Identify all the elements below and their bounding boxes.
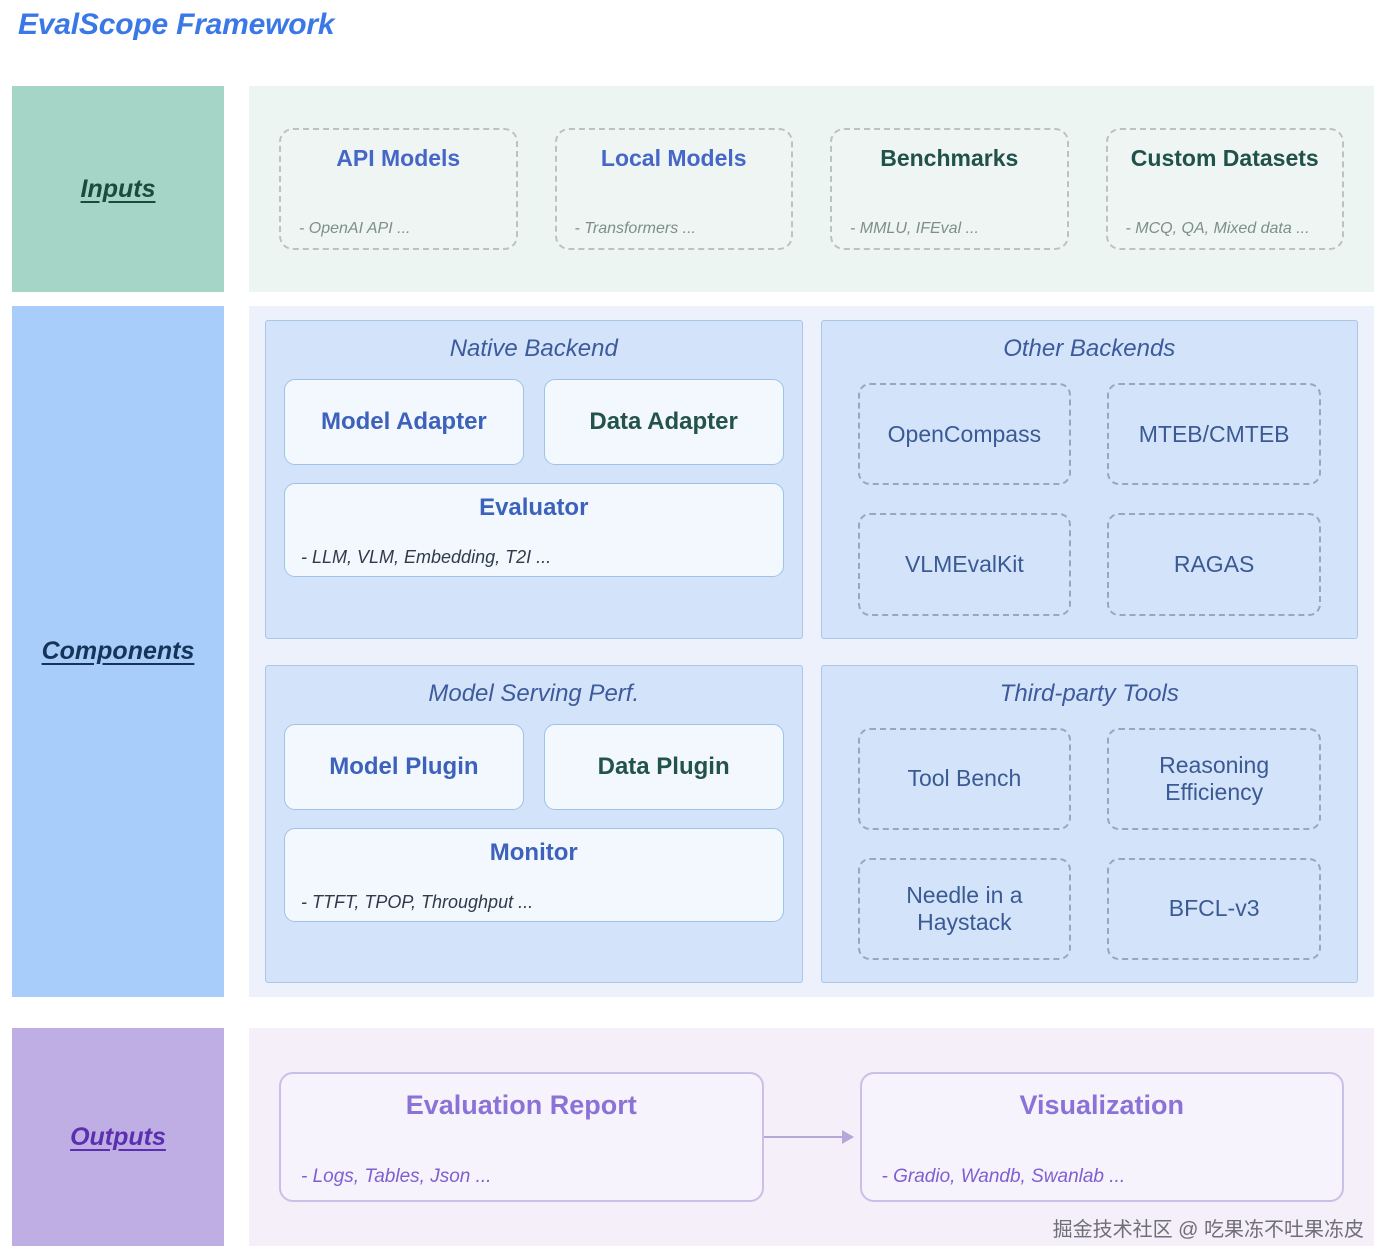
input-card-api-models[interactable]: API Models - OpenAI API ... [279, 128, 518, 250]
subpanel-title: Third-party Tools [999, 679, 1179, 707]
subpanel-title: Native Backend [449, 335, 618, 362]
box-monitor[interactable]: Monitor - TTFT, TPOP, Throughput ... [284, 827, 784, 922]
tile-mteb-cmteb[interactable]: MTEB/CMTEB [1107, 383, 1321, 486]
box-evaluation-report-title: Evaluation Report [405, 1090, 637, 1120]
page-title: EvalScope Framework [18, 8, 335, 41]
third-party-tile-grid: Tool Bench Reasoning Efficiency Needle i… [840, 724, 1340, 967]
box-visualization-subtitle: - Gradio, Wandb, Swanlab ... [881, 1166, 1126, 1187]
input-card-title: Custom Datasets [1130, 145, 1319, 171]
watermark: 掘金技术社区 @ 吃果冻不吐果冻皮 [1052, 1219, 1364, 1241]
native-backend-box-row: Model Adapter Data Adapter [284, 379, 784, 465]
input-card-benchmarks[interactable]: Benchmarks - MMLU, IFEval ... [830, 128, 1069, 250]
tile-vlmevalkit[interactable]: VLMEvalKit [857, 513, 1072, 616]
input-card-title: Local Models [600, 145, 747, 171]
subpanel-other-backends: Other Backends OpenCompass MTEB/CMTEB VL… [820, 320, 1358, 639]
box-monitor-subtitle: - TTFT, TPOP, Throughput ... [301, 891, 534, 912]
tile-needle-in-a-haystack[interactable]: Needle in a Haystack [857, 857, 1072, 960]
section-outputs: Outputs Evaluation Report - Logs, Tables… [12, 1028, 1374, 1246]
outputs-panel: Evaluation Report - Logs, Tables, Json .… [249, 1028, 1374, 1246]
box-evaluator-title: Evaluator [479, 494, 589, 521]
box-data-adapter[interactable]: Data Adapter [543, 379, 784, 465]
box-visualization-title: Visualization [1019, 1090, 1185, 1120]
outputs-grid: Evaluation Report - Logs, Tables, Json .… [279, 1054, 1344, 1220]
arrow-head [841, 1130, 854, 1144]
tile-bfcl-v3[interactable]: BFCL-v3 [1107, 857, 1321, 960]
flow-arrow-icon [763, 1130, 860, 1144]
subpanel-native-backend: Native Backend Model Adapter Data Adapte… [265, 320, 803, 639]
inputs-card-grid: API Models - OpenAI API ... Local Models… [279, 112, 1344, 266]
box-evaluation-report[interactable]: Evaluation Report - Logs, Tables, Json .… [279, 1072, 764, 1202]
section-label-inputs: Inputs [12, 86, 224, 292]
box-monitor-title: Monitor [489, 838, 578, 866]
box-model-plugin[interactable]: Model Plugin [284, 723, 524, 810]
tile-ragas[interactable]: RAGAS [1107, 513, 1321, 616]
input-card-subtitle: - MCQ, QA, Mixed data ... [1125, 220, 1310, 237]
box-evaluation-report-subtitle: - Logs, Tables, Json ... [301, 1166, 492, 1187]
subpanel-third-party-tools: Third-party Tools Tool Bench Reasoning E… [820, 664, 1358, 983]
input-card-subtitle: - MMLU, IFEval ... [850, 220, 979, 237]
section-components: Components Native Backend Model Adapter … [12, 306, 1374, 997]
arrow-shaft [763, 1136, 848, 1138]
other-backends-tile-grid: OpenCompass MTEB/CMTEB VLMEvalKit RAGAS [840, 379, 1340, 622]
input-card-title: API Models [336, 145, 461, 171]
box-data-plugin[interactable]: Data Plugin [543, 723, 784, 810]
tile-reasoning-efficiency[interactable]: Reasoning Efficiency [1107, 727, 1321, 830]
inputs-panel: API Models - OpenAI API ... Local Models… [249, 86, 1374, 292]
subpanel-title: Model Serving Perf. [428, 679, 640, 707]
section-inputs: Inputs API Models - OpenAI API ... Local… [12, 86, 1374, 292]
serving-perf-box-row: Model Plugin Data Plugin [284, 723, 784, 810]
box-evaluator-subtitle: - LLM, VLM, Embedding, T2I ... [301, 547, 552, 567]
box-model-adapter[interactable]: Model Adapter [284, 379, 524, 465]
input-card-subtitle: - Transformers ... [574, 220, 697, 237]
input-card-local-models[interactable]: Local Models - Transformers ... [554, 128, 793, 250]
components-grid: Native Backend Model Adapter Data Adapte… [265, 320, 1358, 983]
box-evaluator[interactable]: Evaluator - LLM, VLM, Embedding, T2I ... [284, 483, 784, 577]
components-panel: Native Backend Model Adapter Data Adapte… [249, 306, 1374, 997]
subpanel-title: Other Backends [1003, 335, 1176, 362]
section-label-components: Components [12, 306, 224, 997]
subpanel-model-serving-perf: Model Serving Perf. Model Plugin Data Pl… [265, 664, 803, 983]
tile-opencompass[interactable]: OpenCompass [857, 383, 1072, 486]
input-card-custom-datasets[interactable]: Custom Datasets - MCQ, QA, Mixed data ..… [1105, 128, 1344, 250]
input-card-subtitle: - OpenAI API ... [299, 220, 411, 237]
tile-tool-bench[interactable]: Tool Bench [857, 727, 1072, 830]
box-visualization[interactable]: Visualization - Gradio, Wandb, Swanlab .… [859, 1072, 1344, 1202]
section-label-outputs: Outputs [12, 1028, 224, 1246]
input-card-title: Benchmarks [880, 145, 1019, 171]
